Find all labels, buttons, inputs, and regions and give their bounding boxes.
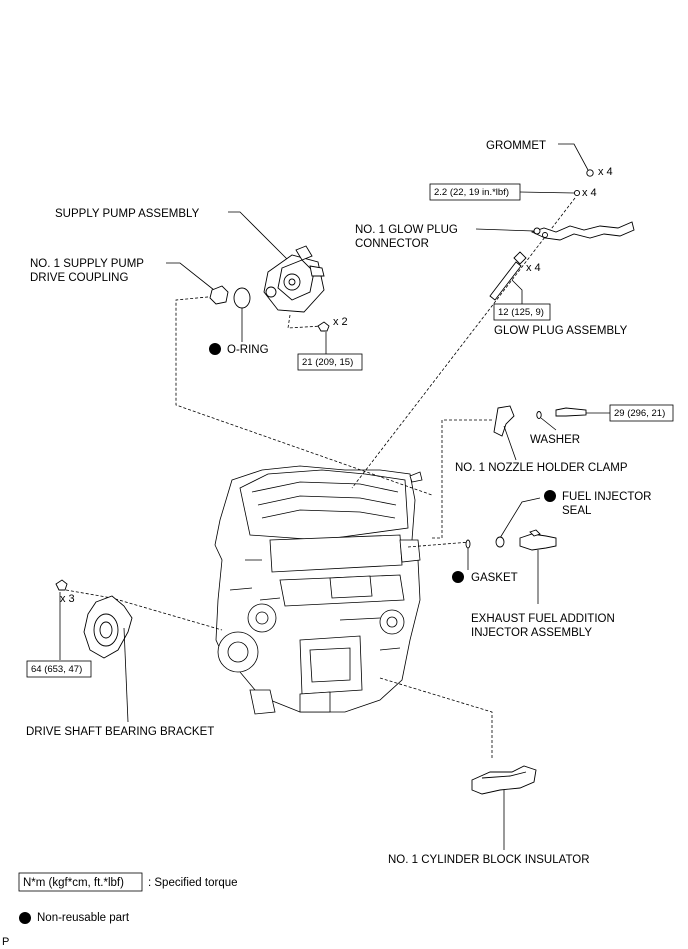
legend-torque-box (18, 872, 143, 892)
washer-part (536, 411, 542, 419)
o-ring-label: O-RING (227, 344, 269, 356)
drive-shaft-bracket-label: DRIVE SHAFT BEARING BRACKET (26, 726, 214, 738)
glow-plug-quantity: x 4 (526, 262, 541, 274)
drive-coupling-label-line2: DRIVE COUPLING (30, 272, 128, 284)
fuel-injector-seal-label-line1: FUEL INJECTOR (562, 491, 651, 503)
supply-pump-part (263, 245, 325, 313)
glow-plug-connector-label-line1: NO. 1 GLOW PLUG (355, 224, 458, 236)
glow-plug-nut-torque: 2.2 (22, 19 in.*lbf) (434, 187, 509, 198)
gasket-label: GASKET (471, 572, 518, 584)
block-insulator-part (471, 765, 537, 795)
glow-plug-torque: 12 (125, 9) (498, 307, 544, 318)
nozzle-holder-clamp-label: NO. 1 NOZZLE HOLDER CLAMP (455, 462, 628, 474)
washer-label: WASHER (530, 434, 580, 446)
legend-nonreusable-mark (19, 912, 31, 924)
clamp-bolt-torque: 29 (296, 21) (614, 408, 665, 419)
pump-bolt-quantity: x 2 (333, 316, 348, 328)
exhaust-injector-label-line1: EXHAUST FUEL ADDITION (471, 613, 615, 625)
drive-coupling-part (209, 285, 229, 305)
engine-assembly-drawing (214, 465, 423, 715)
glow-plug-assembly-label: GLOW PLUG ASSEMBLY (494, 325, 628, 337)
corner-mark: P (2, 936, 9, 948)
nozzle-holder-clamp-part (493, 405, 515, 437)
fuel-injector-seal-nonreusable-mark (544, 490, 556, 502)
glow-plug-nut-quantity: x 4 (582, 187, 597, 199)
exhaust-injector-label-line2: INJECTOR ASSEMBLY (471, 627, 592, 639)
glow-plug-connector-part (530, 221, 635, 241)
grommet-part (586, 169, 594, 177)
drive-coupling-label-line1: NO. 1 SUPPLY PUMP (30, 258, 144, 270)
bracket-bolt-quantity: x 3 (60, 593, 75, 605)
glow-plug-part (489, 261, 522, 301)
legend-torque-description: : Specified torque (148, 877, 238, 889)
block-insulator-label: NO. 1 CYLINDER BLOCK INSULATOR (388, 854, 590, 866)
bracket-bolt-part (55, 579, 68, 591)
gasket-part (465, 539, 471, 549)
pump-bolt-torque-box (297, 353, 363, 371)
legend-torque-unit: N*m (kgf*cm, ft.*lbf) (23, 877, 124, 889)
bracket-bolt-torque-box (26, 660, 92, 678)
exhaust-injector-part (519, 533, 557, 551)
supply-pump-label: SUPPLY PUMP ASSEMBLY (55, 208, 200, 220)
grommet-quantity: x 4 (598, 166, 613, 178)
glow-plug-connector-label-line2: CONNECTOR (355, 238, 429, 250)
gasket-nonreusable-mark (452, 571, 464, 583)
pump-bolt-torque: 21 (209, 15) (302, 357, 353, 368)
grommet-label: GROMMET (486, 140, 546, 152)
o-ring-part (233, 287, 251, 309)
clamp-bolt-part (555, 407, 587, 417)
legend-nonreusable-text: Non-reusable part (37, 912, 130, 924)
pump-bolt-part (317, 321, 330, 332)
glow-plug-nut-part (573, 189, 581, 197)
fuel-injector-seal-label-line2: SEAL (562, 505, 592, 517)
o-ring-nonreusable-mark (209, 343, 221, 355)
bracket-bolt-torque: 64 (653, 47) (31, 664, 82, 675)
fuel-injector-seal-part (495, 536, 505, 548)
legend: N*m (kgf*cm, ft.*lbf) : Specified torque… (18, 872, 238, 924)
clamp-bolt-torque-box (609, 404, 674, 422)
